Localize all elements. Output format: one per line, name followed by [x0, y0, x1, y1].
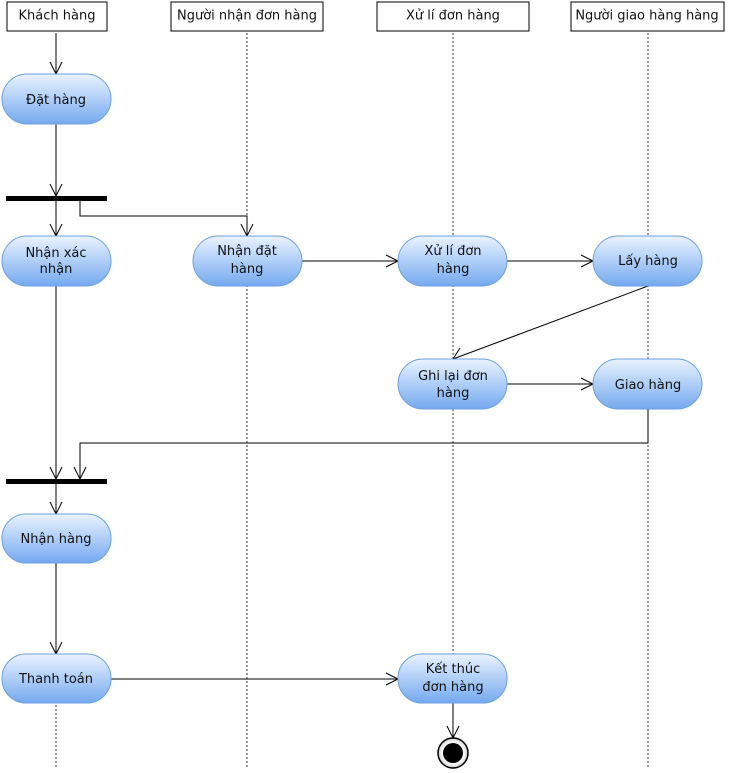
lane-title: Người nhận đơn hàng — [177, 9, 317, 24]
activity-label-line-2: hàng — [231, 262, 264, 277]
activity-lay-hang: Lấy hàng — [592, 235, 703, 287]
activity-label-line-2: nhận — [40, 262, 73, 277]
edge-fork-to-nhan-dat-hang — [79, 201, 248, 236]
lane-title: Người giao hàng hàng — [575, 9, 718, 24]
activity-xu-li-don-hang: Xử lí đơn hàng — [397, 235, 508, 287]
activity-label-line-2: đơn hàng — [422, 680, 483, 695]
activity-label-line-2: hàng — [437, 386, 470, 401]
activity-label: Lấy hàng — [618, 254, 678, 269]
lane-header-receiver: Người nhận đơn hàng — [170, 1, 324, 32]
lane-header-customer: Khách hàng — [6, 1, 108, 32]
activity-label: Nhận hàng — [21, 532, 92, 547]
lane-title: Xử lí đơn hàng — [406, 9, 500, 24]
arrowhead — [452, 347, 466, 360]
edge-giao-hang-to-join — [79, 409, 649, 479]
lane-header-processing: Xử lí đơn hàng — [376, 1, 530, 32]
activity-label-line-1: Xử lí đơn — [424, 244, 481, 259]
activity-nhan-hang: Nhận hàng — [1, 513, 112, 564]
lane-header-shipper: Người giao hàng hàng — [570, 1, 725, 32]
activity-thanh-toan: Thanh toán — [1, 653, 112, 704]
fork-bar — [6, 196, 107, 201]
join-bar — [6, 479, 107, 484]
lane-title: Khách hàng — [19, 9, 96, 24]
activity-label-line-1: Ghi lại đơn — [418, 369, 488, 384]
activity-label-line-1: Nhận xác — [25, 246, 86, 261]
activity-ghi-lai-don-hang: Ghi lại đơn hàng — [397, 358, 508, 410]
edges — [49, 33, 649, 740]
activity-nhan-xac-nhan: Nhận xác nhận — [1, 235, 112, 287]
activity-label-line-1: Kết thúc — [426, 662, 480, 677]
edge-lay-hang-to-ghi-lai — [452, 285, 649, 360]
activity-label: Thanh toán — [18, 672, 93, 687]
activity-label: Giao hàng — [615, 378, 681, 393]
activity-label-line-1: Nhận đặt — [217, 244, 277, 259]
final-node — [437, 737, 469, 769]
activity-giao-hang: Giao hàng — [592, 358, 703, 410]
activity-dat-hang: Đặt hàng — [1, 73, 112, 125]
activity-label: Đặt hàng — [26, 93, 86, 108]
activity-ket-thuc-don-hang: Kết thúc đơn hàng — [397, 653, 508, 704]
activity-nhan-dat-hang: Nhận đặt hàng — [192, 235, 303, 287]
activity-label-line-2: hàng — [437, 262, 470, 277]
